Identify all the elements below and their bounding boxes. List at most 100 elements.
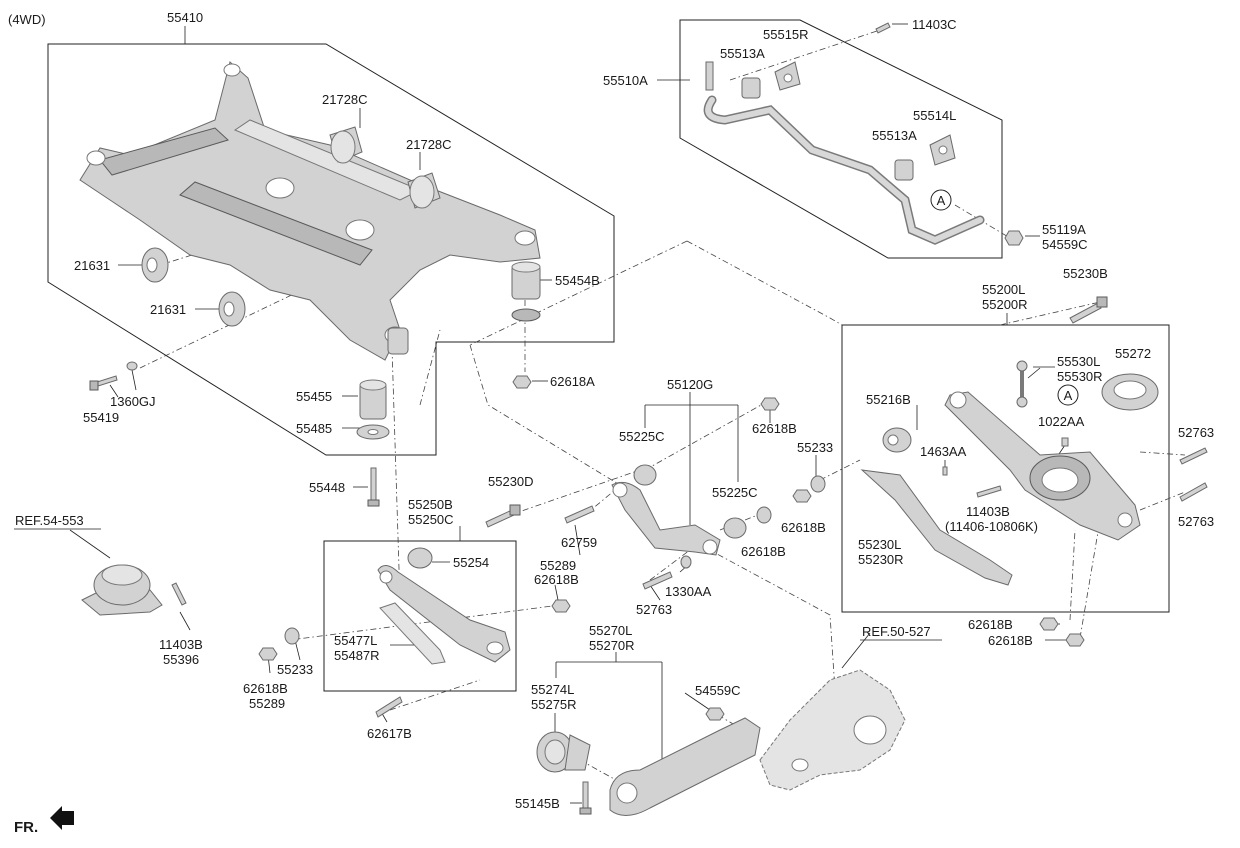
bushing-21728c-upper: [329, 126, 363, 164]
assist-arm-55250: [377, 565, 511, 663]
callout-55200l: 55200L: [982, 282, 1025, 297]
bolt-11403b-mount: [171, 582, 187, 606]
callout-62618b-upper-arm: 62618B: [741, 544, 786, 559]
bushing-55513a-lower: [894, 159, 914, 181]
bushing-55274l: [536, 731, 591, 773]
callout-54559c-upper: 54559C: [1042, 237, 1088, 252]
callout-55396: 55396: [163, 652, 199, 667]
bolt-55448: [367, 467, 380, 507]
bolt-52763-lower: [1179, 482, 1208, 502]
stabilizer-bar-55510a: [703, 61, 985, 245]
callout-55275r: 55275R: [531, 697, 577, 712]
circle-a-label: A: [937, 193, 946, 208]
bolt-1463aa: [942, 466, 948, 476]
nut-54559c: [705, 707, 725, 721]
callout-1022aa: 1022AA: [1038, 414, 1085, 429]
nut-62618b-upper: [760, 397, 780, 411]
circle-marker-a-upper: A: [930, 189, 952, 211]
stabilizer-link-55530: [1016, 360, 1028, 408]
washer-1360gj: [126, 361, 138, 371]
nut-55119a: [1004, 230, 1024, 246]
callout-55448: 55448: [309, 480, 345, 495]
callout-55119a: 55119A: [1042, 222, 1086, 237]
group-box-lower-arm: [841, 324, 1170, 613]
callout-55250c: 55250C: [408, 512, 454, 527]
callout-62618b-arm-b: 62618B: [988, 633, 1033, 648]
bushing-55455: [359, 379, 387, 420]
cover-55230l: [860, 469, 1013, 586]
callout-55410: 55410: [167, 10, 203, 25]
washer-55233-left: [284, 627, 300, 645]
lower-arm-55200: [944, 391, 1141, 541]
bolt-62759: [564, 505, 595, 524]
callout-55225c-left: 55225C: [619, 429, 665, 444]
bolt-62617b: [375, 696, 403, 718]
callout-55274l: 55274L: [531, 682, 574, 697]
callout-55514l: 55514L: [913, 108, 956, 123]
nut-55289-a: [551, 599, 571, 613]
callout-62618b-left: 62618B: [243, 681, 288, 696]
callout-1463aa: 1463AA: [920, 444, 967, 459]
bracket-55514l: [929, 134, 956, 166]
circle-marker-a-lower: A: [1057, 384, 1079, 406]
spring-seat-55272: [1101, 373, 1159, 411]
bushing-55225c-right: [723, 517, 747, 539]
bolt-55230b: [1069, 296, 1108, 324]
bolt-55419: [89, 375, 118, 391]
nut-62618b-arm-b: [1065, 633, 1085, 647]
bushing-upper-mount: [387, 327, 409, 355]
callout-55233-right: 55233: [797, 440, 833, 455]
assembly-lines: [139, 29, 1186, 786]
mount-55396: [81, 564, 163, 616]
bolt-52763-upper-arm: [642, 571, 673, 590]
washer-1330aa: [680, 555, 692, 569]
callout-55530r: 55530R: [1057, 369, 1103, 384]
group-box-subframe: [47, 43, 615, 456]
callout-54559c-lower: 54559C: [695, 683, 741, 698]
callout-1360gj: 1360GJ: [110, 394, 156, 409]
callout-11403b-arm: 11403B: [966, 504, 1010, 519]
washer-55485: [356, 424, 390, 440]
labels: (4WD) 55410 21728C 21728C 21631 21631 55…: [8, 10, 1214, 836]
callout-55230b: 55230B: [1063, 266, 1108, 281]
callout-55289-a: 55289: [540, 558, 576, 573]
callout-55272: 55272: [1115, 346, 1151, 361]
bushing-55225c-left: [633, 464, 657, 486]
callout-55230r: 55230R: [858, 552, 904, 567]
callout-55485: 55485: [296, 421, 332, 436]
variant-label: (4WD): [8, 12, 46, 27]
callout-62618b-assist: 62618B: [534, 572, 579, 587]
callout-62618b-right: 62618B: [781, 520, 826, 535]
bolt-11403c: [875, 22, 891, 34]
bushing-55454b: [511, 261, 541, 322]
reference-50-527: REF.50-527: [862, 624, 931, 639]
callout-62618b-upper: 62618B: [752, 421, 797, 436]
circle-a-label-2: A: [1064, 388, 1073, 403]
callout-1330aa: 1330AA: [665, 584, 712, 599]
bushing-21631-lower: [218, 291, 246, 327]
front-label: FR.: [14, 819, 38, 836]
washer-55233-right: [810, 475, 826, 493]
bushing-21728c-lower: [407, 172, 441, 209]
cover-55477l: [379, 602, 446, 665]
callout-55230l: 55230L: [858, 537, 901, 552]
callout-21631-upper: 21631: [74, 258, 110, 273]
callout-52763-upper: 52763: [1178, 425, 1214, 440]
group-box-stabilizer: [679, 19, 1003, 259]
bracket-55515r: [774, 61, 801, 91]
callout-55145b: 55145B: [515, 796, 560, 811]
callout-55510a: 55510A: [603, 73, 648, 88]
callout-55515r: 55515R: [763, 27, 809, 42]
callout-21728c-lower: 21728C: [406, 137, 452, 152]
callout-11403b-mount: 11403B: [159, 637, 203, 652]
callout-55454b: 55454B: [555, 273, 600, 288]
bolt-55230d: [485, 504, 521, 528]
nut-62618b-right: [792, 489, 812, 503]
nut-1022aa: [1061, 437, 1069, 447]
knuckle-ref-50-527: [759, 669, 906, 791]
callout-21728c-upper: 21728C: [322, 92, 368, 107]
nut-62618b-left: [258, 647, 278, 661]
callout-55513a-upper: 55513A: [720, 46, 765, 61]
